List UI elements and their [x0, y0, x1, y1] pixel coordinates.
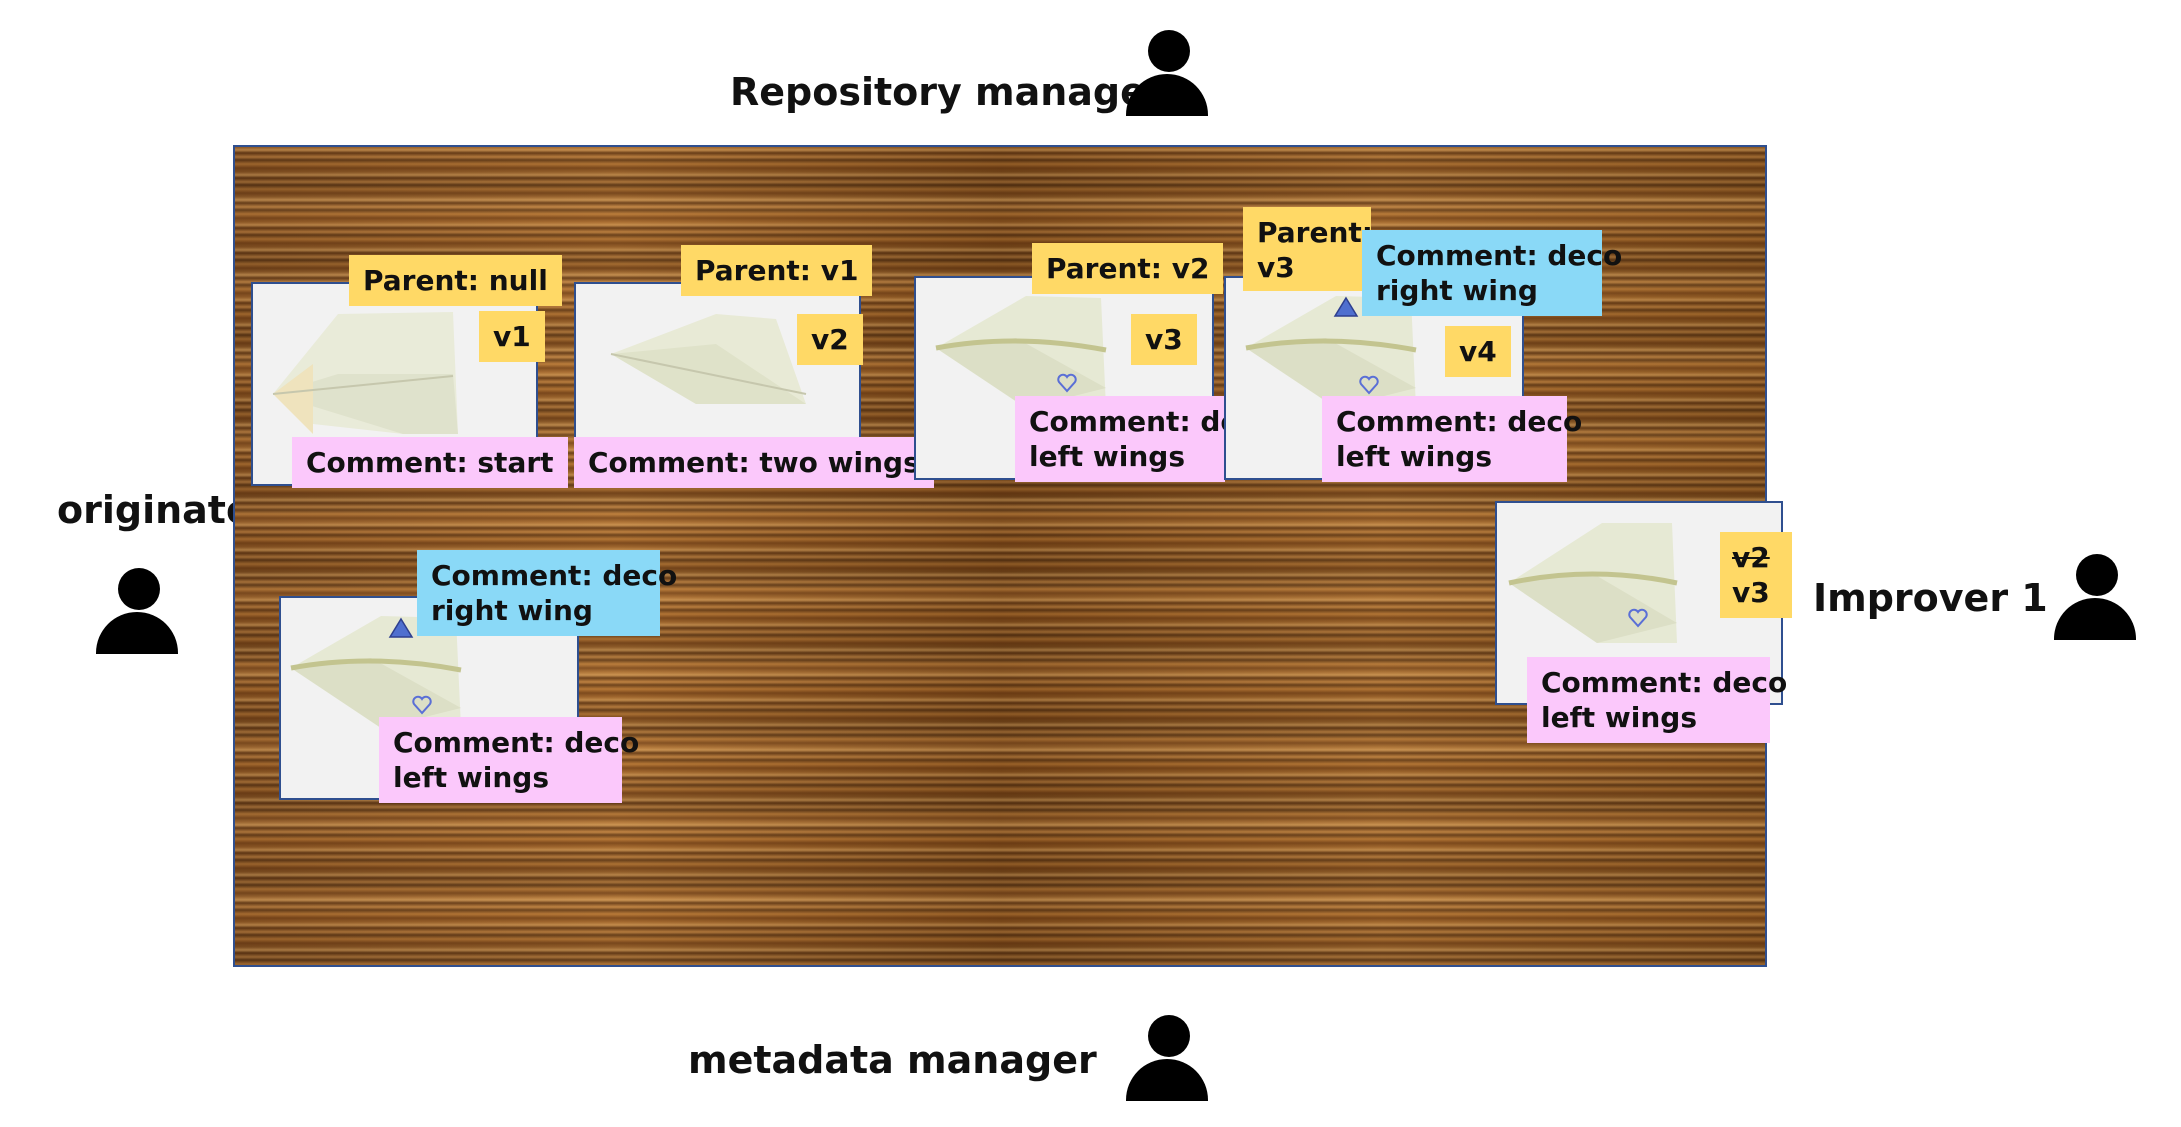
comment-note-v4: Comment: deco left wings — [1322, 396, 1582, 482]
version-note-v2: v2 — [797, 314, 863, 365]
repository-manager-label: Repository manager — [730, 70, 1165, 114]
paper-plane-photo — [610, 314, 807, 404]
version-note-v1: v1 — [479, 311, 545, 362]
old-version-label: v2 — [1732, 541, 1770, 574]
heart-doodle-icon — [412, 695, 432, 715]
repository-manager-person-icon — [1122, 30, 1212, 120]
paper-plane-photo — [1508, 523, 1678, 643]
comment-note-v1: Comment: start — [292, 437, 568, 488]
comment-note-v3: Comment: dec left wings — [1015, 396, 1256, 482]
improver-label: Improver 1 — [1813, 576, 2048, 620]
parent-note-v1: Parent: null — [349, 255, 562, 306]
heart-doodle-icon — [1057, 373, 1077, 393]
comment-note-originator: Comment: deco left wings — [379, 717, 639, 803]
new-version-label: v3 — [1732, 576, 1770, 609]
version-note-v4: v4 — [1445, 326, 1511, 377]
triangle-marker-icon — [388, 617, 414, 638]
triangle-marker-icon — [1333, 296, 1359, 317]
version-note-v3: v3 — [1131, 314, 1197, 365]
heart-doodle-icon — [1359, 375, 1379, 395]
comment-note-v2: Comment: two wings — [574, 437, 934, 488]
metadata-manager-person-icon — [1122, 1015, 1212, 1105]
paper-plane-photo — [1245, 296, 1417, 408]
improver-person-icon — [2050, 554, 2140, 644]
metadata-manager-label: metadata manager — [688, 1038, 1097, 1082]
parent-note-v4: Parent: v3 — [1243, 207, 1373, 291]
version-note-improver: v2 v3 — [1720, 532, 1792, 618]
parent-note-v3: Parent: v2 — [1032, 243, 1224, 294]
deco-note-originator: Comment: deco right wing — [417, 550, 677, 636]
heart-doodle-icon — [1628, 608, 1648, 628]
paper-plane-photo — [935, 296, 1107, 408]
parent-note-v2: Parent: v1 — [681, 245, 873, 296]
comment-note-improver: Comment: deco left wings — [1527, 657, 1787, 743]
deco-note-v4: Comment: deco right wing — [1362, 230, 1622, 316]
paper-plane-photo — [272, 312, 458, 434]
originator-person-icon — [92, 568, 182, 658]
